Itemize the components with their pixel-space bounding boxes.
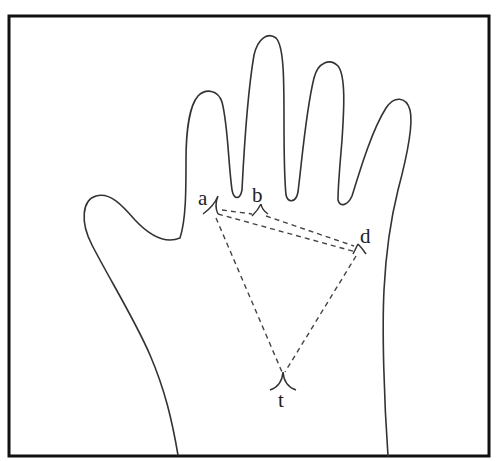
line-a-d	[218, 214, 356, 252]
point-label: d	[360, 226, 371, 247]
point-label: b	[252, 185, 263, 206]
line-a-t	[216, 218, 282, 372]
triradius-t	[270, 372, 296, 390]
line-a-b	[222, 210, 252, 214]
triradius-marks	[203, 196, 366, 390]
point-label: a	[198, 188, 207, 209]
frame	[9, 16, 489, 456]
dashed-lines	[216, 210, 356, 372]
hand-outline	[84, 36, 411, 456]
line-b-d	[266, 216, 354, 246]
line-d-t	[285, 256, 356, 372]
point-label: t	[278, 390, 284, 411]
